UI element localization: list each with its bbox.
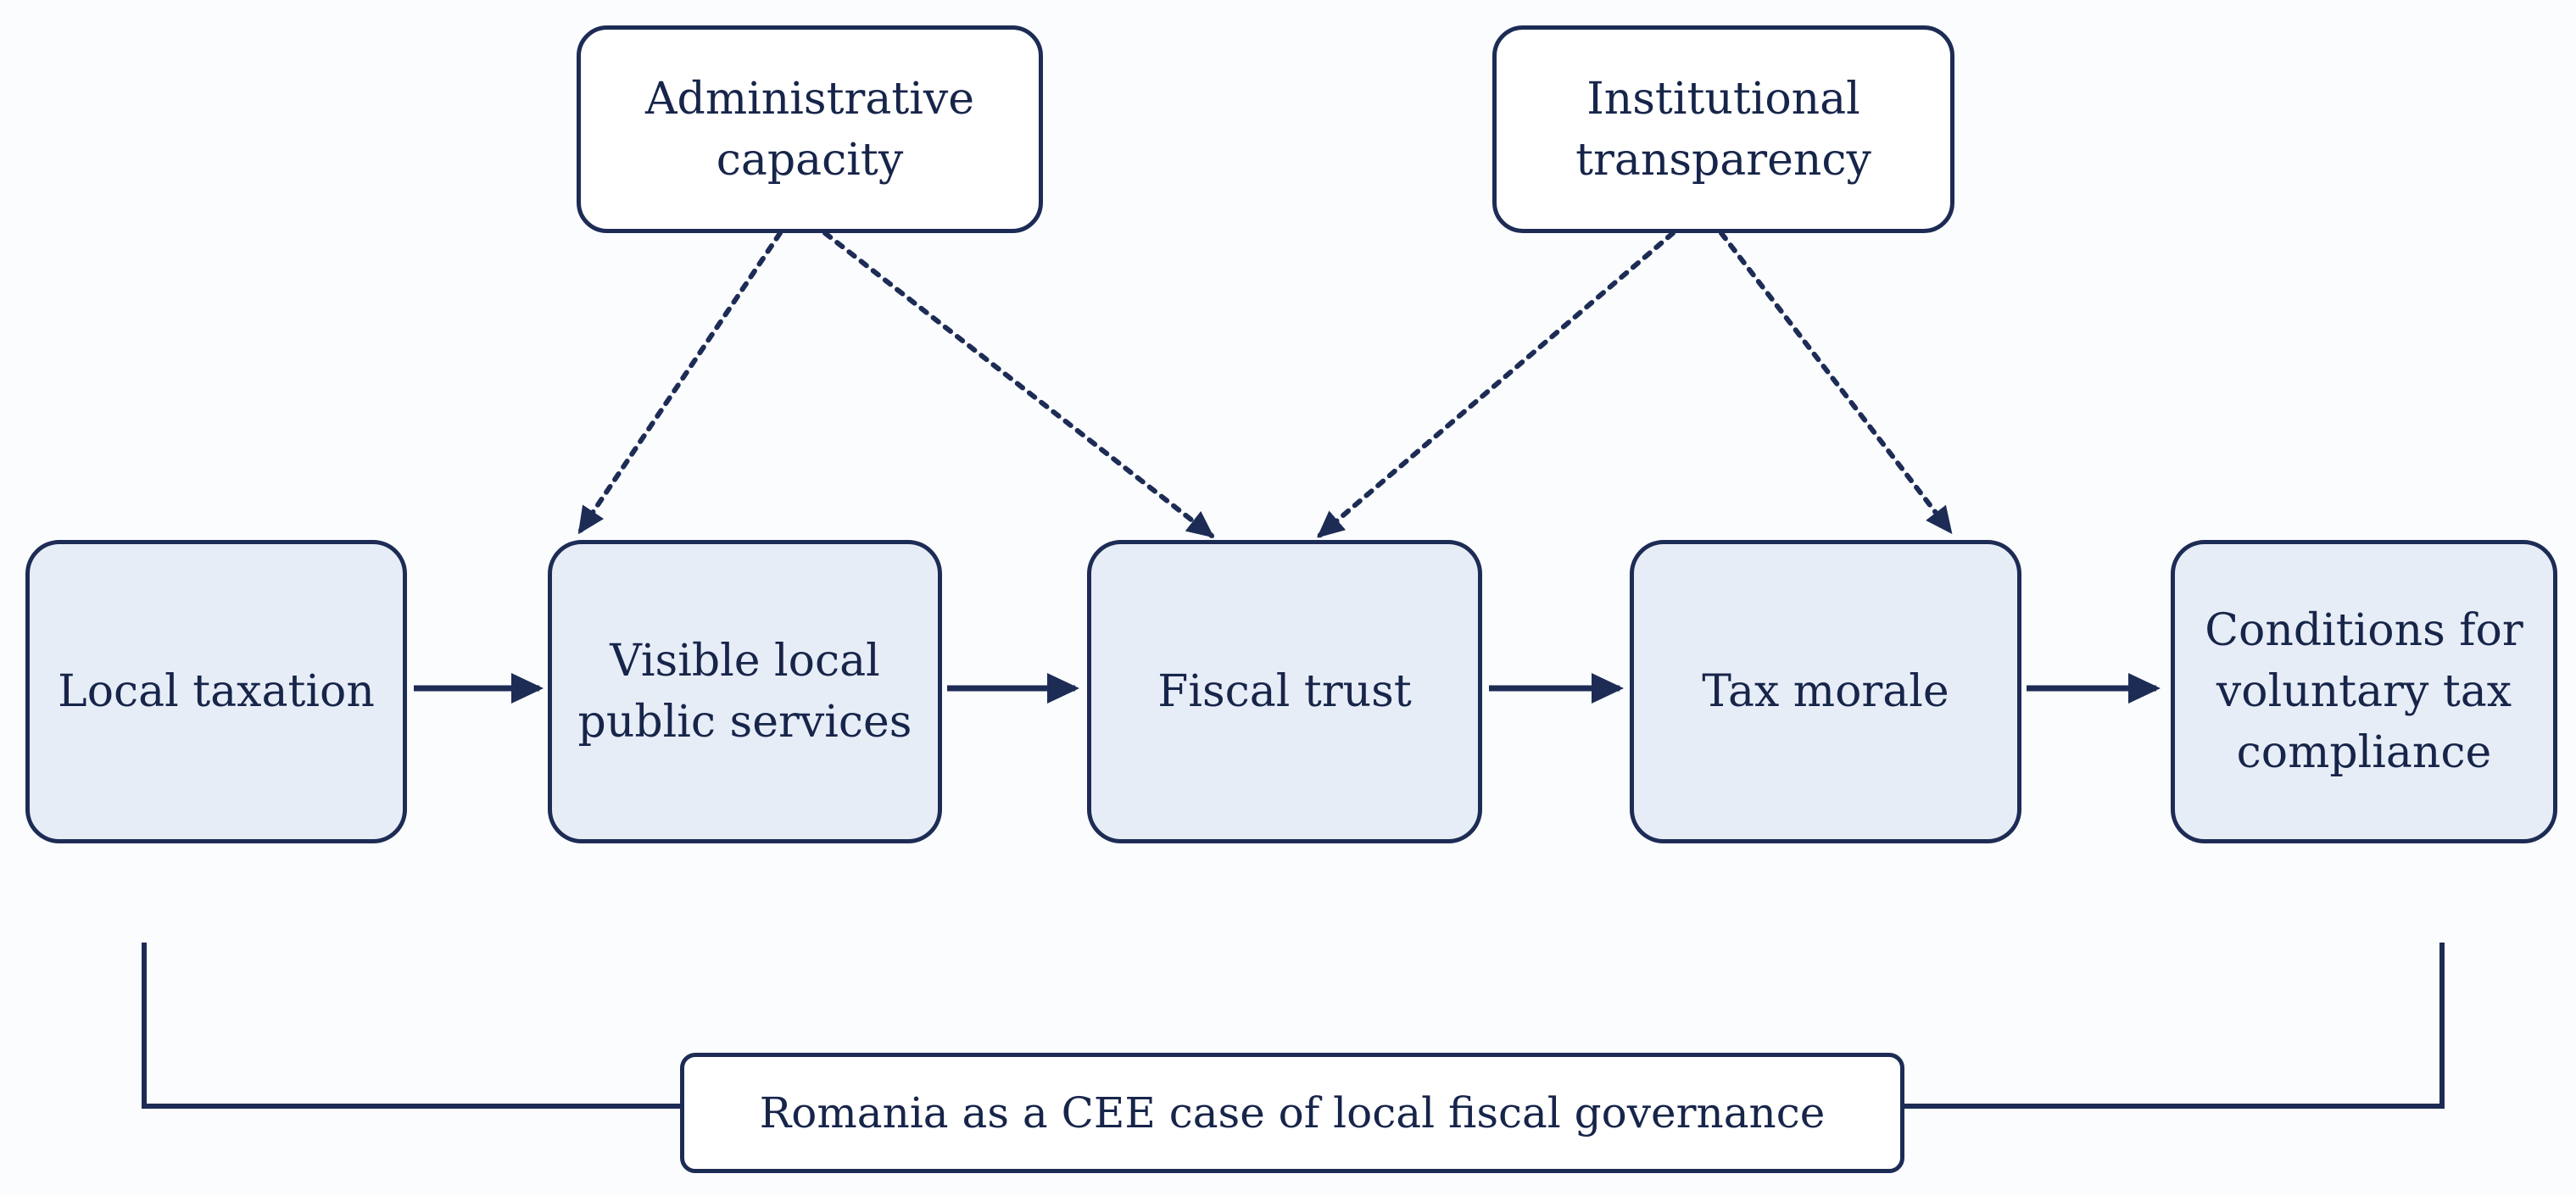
node-label: Fiscal trust — [1157, 666, 1412, 717]
node-tax-morale: Tax morale — [1630, 540, 2021, 843]
node-administrative-capacity: Administrative capacity — [577, 25, 1043, 233]
edge-institutional-transparency-to-fiscal-trust — [1316, 231, 1676, 538]
node-label: Tax morale — [1702, 666, 1949, 717]
node-label: Visible local public services — [577, 636, 912, 748]
edge-administrative-capacity-to-fiscal-trust — [822, 231, 1215, 538]
node-label: Local taxation — [58, 666, 375, 717]
context-bracket-left — [142, 943, 680, 1109]
node-label: Conditions for voluntary tax compliance — [2205, 605, 2523, 778]
node-local-taxation: Local taxation — [25, 540, 407, 843]
context-label-box: Romania as a CEE case of local fiscal go… — [680, 1053, 1904, 1173]
edge-administrative-capacity-to-visible-local-public-services — [577, 231, 783, 535]
node-label: Administrative capacity — [644, 73, 975, 186]
edge-institutional-transparency-to-tax-morale — [1719, 231, 1953, 535]
node-fiscal-trust: Fiscal trust — [1087, 540, 1482, 843]
node-visible-local-public-services: Visible local public services — [548, 540, 942, 843]
node-label: Institutional transparency — [1575, 73, 1871, 186]
node-conditions-for-voluntary-tax-compliance: Conditions for voluntary tax compliance — [2171, 540, 2557, 843]
context-label: Romania as a CEE case of local fiscal go… — [759, 1088, 1826, 1138]
node-institutional-transparency: Institutional transparency — [1492, 25, 1954, 233]
context-bracket-right — [1904, 943, 2445, 1109]
